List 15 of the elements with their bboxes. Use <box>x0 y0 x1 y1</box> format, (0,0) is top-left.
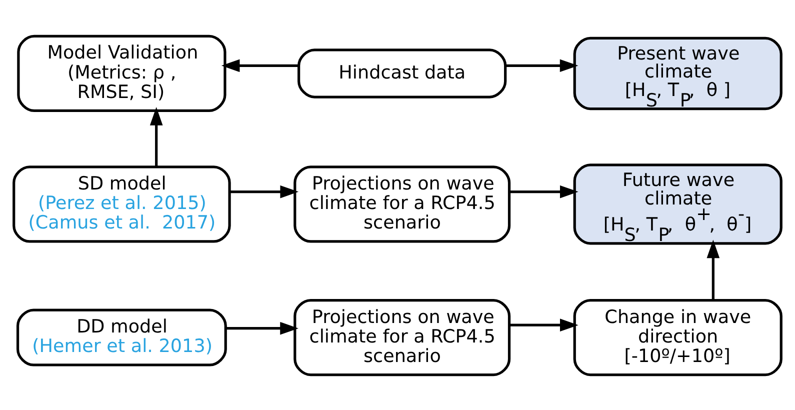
arrow <box>510 184 578 198</box>
node-box: Projections on wave climate for a RCP4.5 scenario <box>294 298 511 376</box>
arrow <box>226 321 298 334</box>
node-box: SD model (Perez et al. 2015) (Camus et al. 2017) <box>12 165 231 242</box>
node-box: Model Validation (Metrics: ρ , RMSE, SI) <box>17 34 226 112</box>
node-box: DD model (Hemer et al. 2013) <box>16 308 227 366</box>
arrow <box>230 184 299 198</box>
arrow <box>510 318 578 332</box>
arrow <box>150 106 163 166</box>
node-box: Change in wave direction [-10º/+10º] <box>573 298 782 376</box>
arrow <box>221 58 298 72</box>
arrow <box>506 58 578 72</box>
arrow <box>706 239 720 300</box>
node-box: Projections on wave climate for a RCP4.5 scenario <box>294 165 511 242</box>
node-box: Hindcast data <box>298 48 507 98</box>
